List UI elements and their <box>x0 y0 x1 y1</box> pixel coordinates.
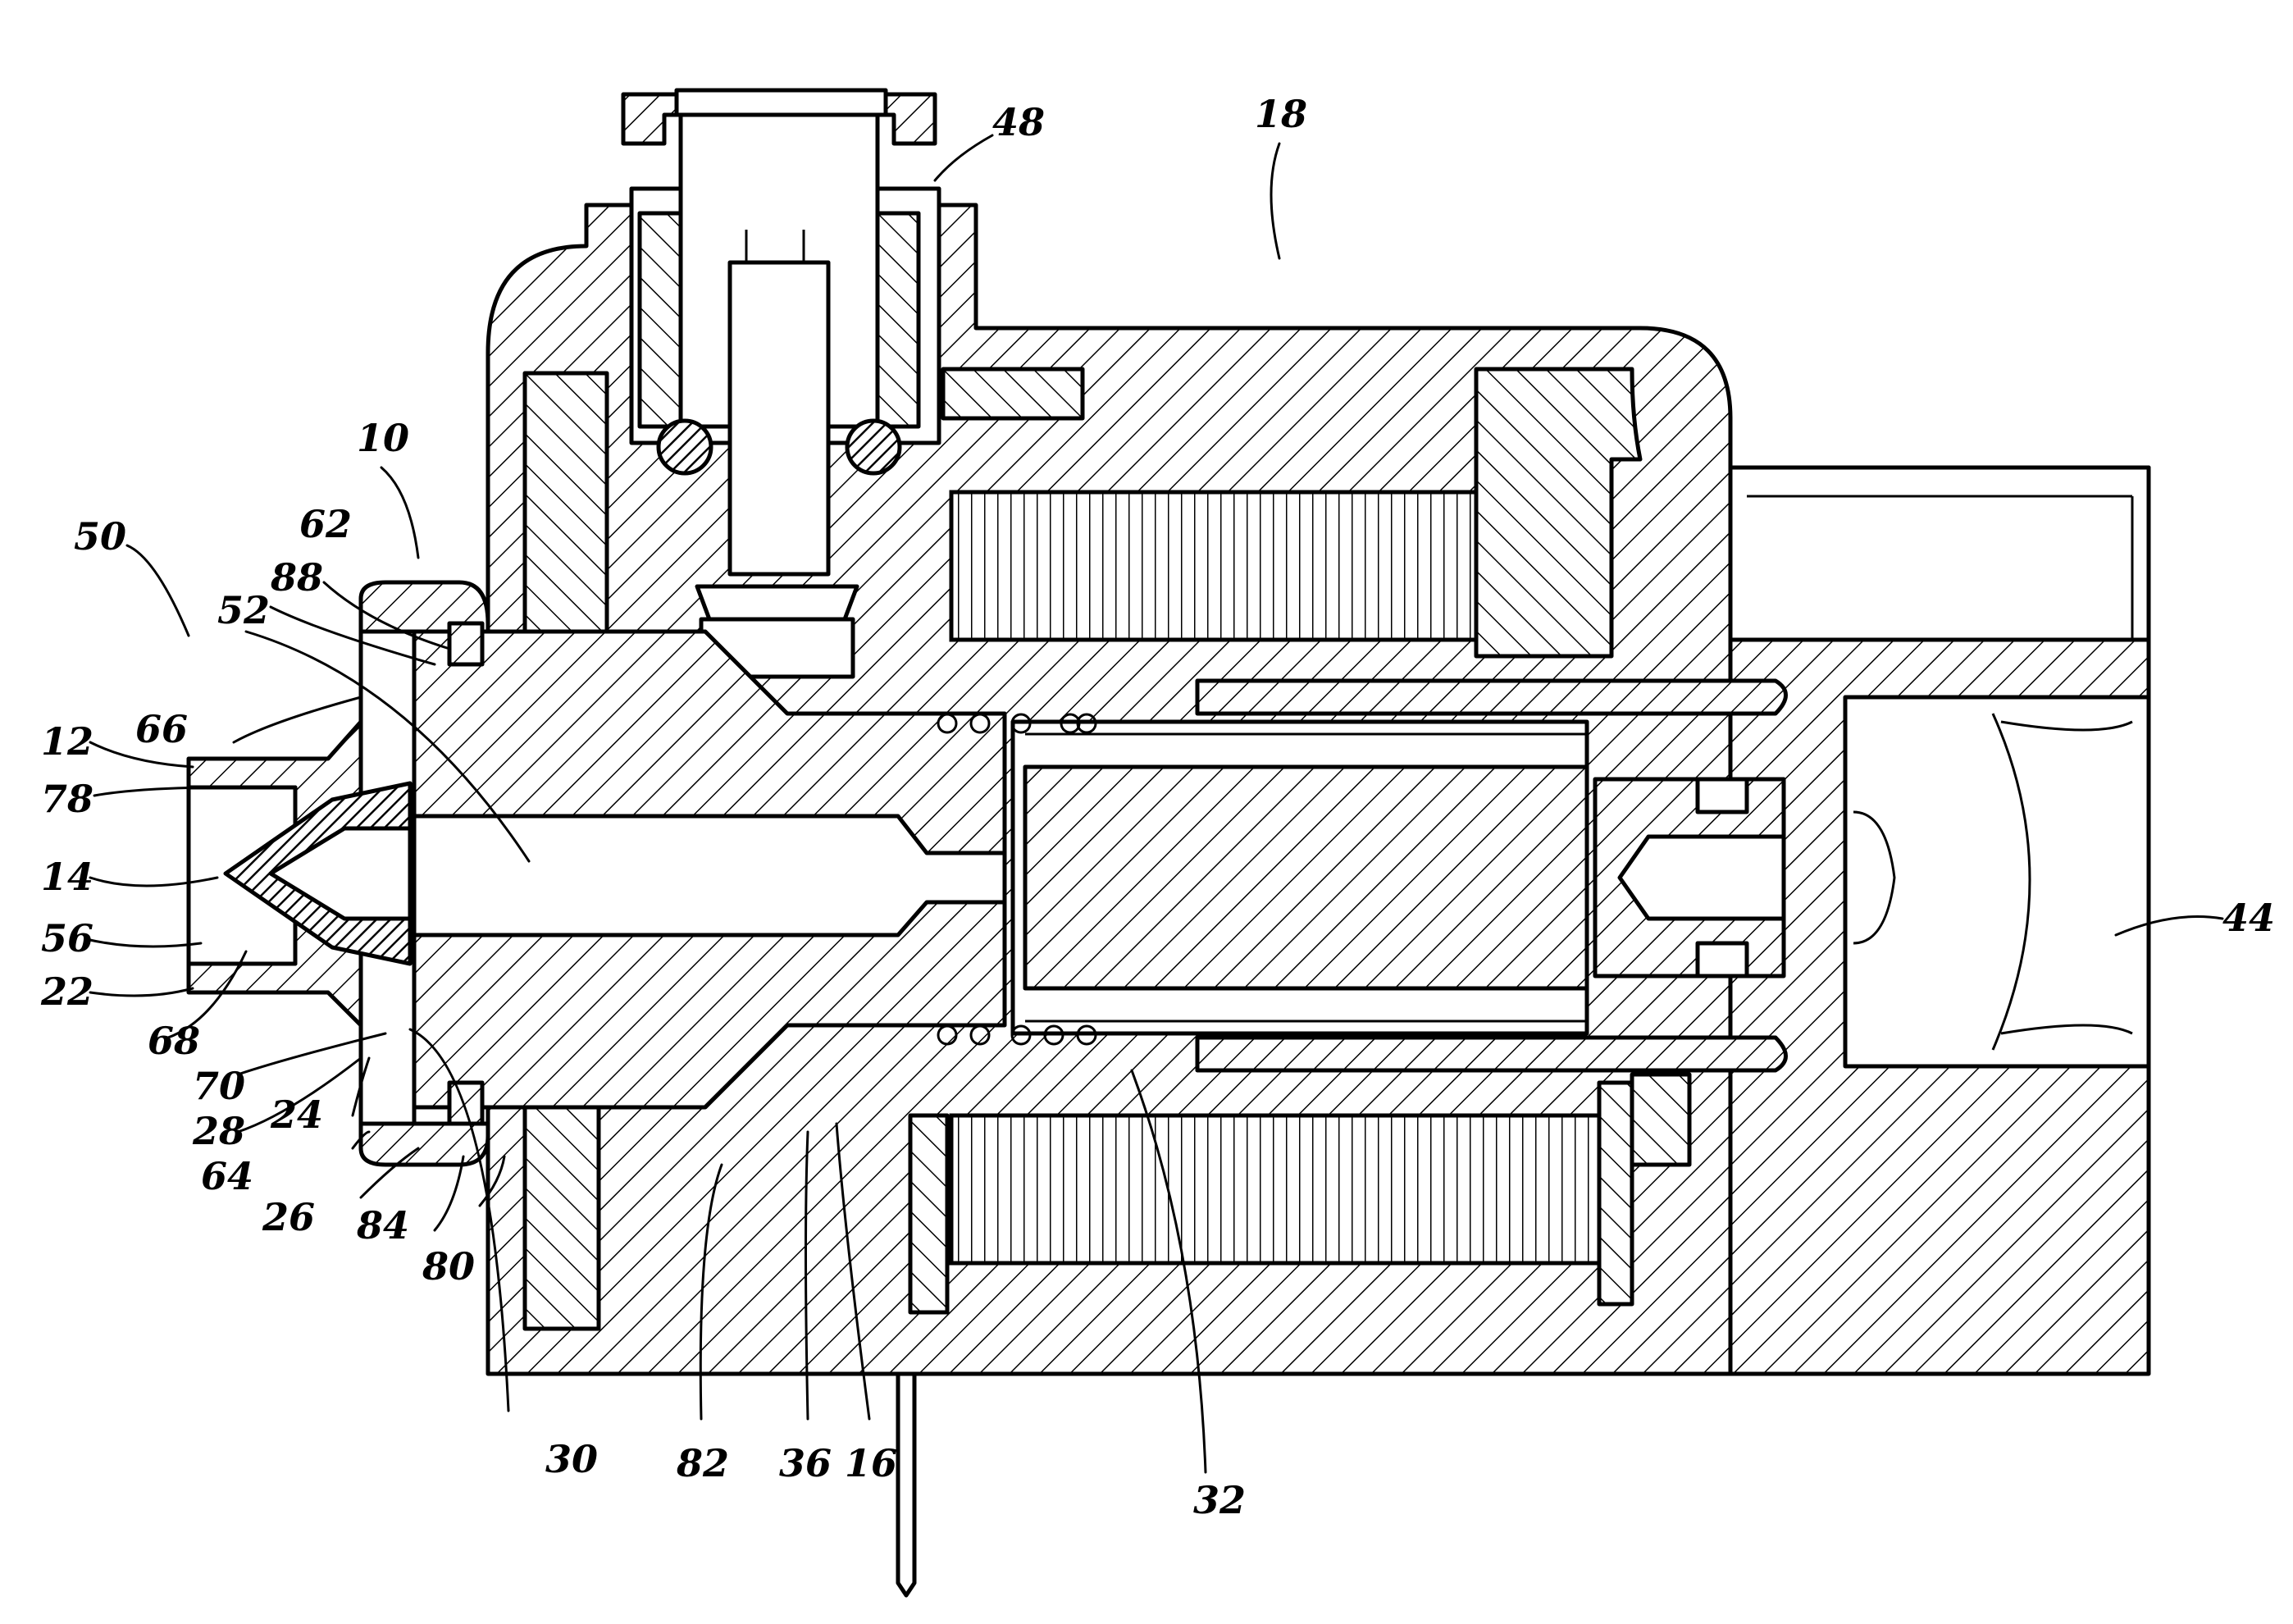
ref-label-14: 14 <box>41 855 93 899</box>
ref-label-52: 52 <box>217 588 270 632</box>
ref-label-62: 62 <box>299 502 352 546</box>
ref-label-44: 44 <box>2222 896 2275 940</box>
ref-label-66: 66 <box>135 707 188 751</box>
ground-pin <box>898 1374 914 1595</box>
ref-label-18: 18 <box>1255 92 1307 136</box>
ref-label-32: 32 <box>1193 1478 1246 1522</box>
ref-label-80: 80 <box>422 1244 475 1289</box>
ref-label-12: 12 <box>41 719 93 764</box>
ref-label-64: 64 <box>201 1154 253 1198</box>
ref-label-28: 28 <box>192 1109 245 1153</box>
ref-label-36: 36 <box>779 1441 832 1485</box>
ref-label-22: 22 <box>40 969 93 1014</box>
ref-label-56: 56 <box>41 916 93 960</box>
plunger-head <box>1595 779 1784 976</box>
ref-label-24: 24 <box>270 1093 323 1137</box>
ref-label-16: 16 <box>845 1441 897 1485</box>
ref-label-26: 26 <box>262 1195 315 1239</box>
ref-label-30: 30 <box>545 1437 598 1481</box>
ref-label-70: 68 <box>148 1019 200 1063</box>
ref-label-88: 88 <box>270 555 323 600</box>
ref-label-68: 70 <box>193 1064 245 1108</box>
outlet-port <box>1845 697 2149 1066</box>
ref-label-84: 84 <box>356 1203 409 1248</box>
ref-label-48: 48 <box>992 100 1045 144</box>
ref-label-10: 10 <box>357 416 409 460</box>
ref-label-78: 78 <box>41 777 93 821</box>
ref-label-50: 50 <box>74 514 126 559</box>
ref-label-82: 82 <box>676 1441 729 1485</box>
